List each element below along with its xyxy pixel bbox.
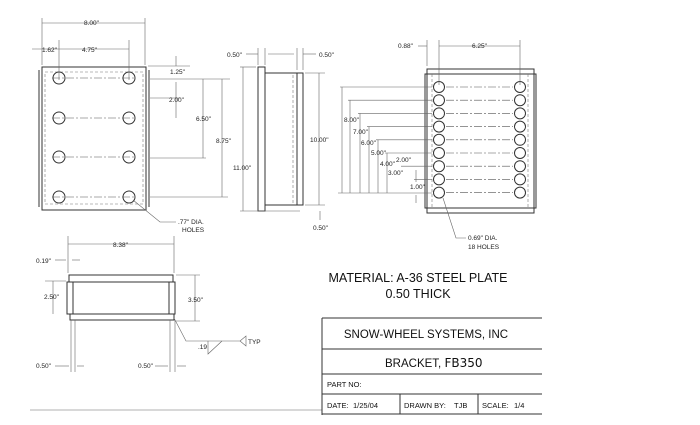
hole [514,94,526,107]
hole [514,133,526,146]
hole [433,160,445,173]
dim-bottom: 0.50" [313,225,329,232]
hole [433,186,445,199]
title-block: SNOW-WHEEL SYSTEMS, INC BRACKET, FB350 P… [321,317,542,415]
dim-edge-r: 0.88" [398,43,414,50]
date-label: DATE: [327,401,349,410]
dim-height-inner: 2.50" [44,294,60,301]
part-name: BRACKET, FB350 [385,356,482,370]
dim-edge: 1.62" [42,47,58,54]
dim-span1: 6.50" [196,116,212,123]
bottom-view: 8.38" 0.19" 2.50" 3.50" .19 TYP 0.50" 0.… [36,236,261,372]
dim-spacing: 4.75" [82,47,98,54]
dim-2: 2.00" [396,157,412,164]
hole [52,150,66,164]
hole [514,173,526,186]
dim-span2: 8.75" [216,138,232,145]
hole [433,133,445,146]
dim-left: 0.50" [36,363,52,370]
side-view: 0.50" 0.50" 11.00" 10.00" 0.50" [227,48,335,232]
dim-height-outer: 3.50" [188,297,204,304]
dim-6: 6.00" [361,140,377,147]
hole [52,190,66,204]
hole [122,150,136,164]
dim-pitch: 2.00" [169,97,185,104]
hole [514,186,526,199]
hole [122,111,136,125]
hole [433,94,445,107]
dim-top: 1.25" [170,69,186,76]
scale-value: 1/4 [514,401,524,410]
hole [514,120,526,133]
material-line-1: MATERIAL: A-36 STEEL PLATE [329,271,508,285]
part-no-label: PART NO: [327,380,362,389]
dim-inner: 10.00" [310,137,329,144]
dim-right: 0.50" [138,363,154,370]
drawn-value: TJB [454,401,467,410]
hole [433,120,445,133]
dim-spacing-r: 6.25" [472,43,488,50]
dim-4: 4.00" [380,161,396,168]
holes-note-2: HOLES [182,227,205,234]
hole [433,147,445,159]
dim-thick-left: 0.50" [227,52,243,59]
material-line-2: 0.50 THICK [385,287,451,301]
dim-thick-right: 0.50" [319,52,335,59]
dim-8: 8.00" [344,117,360,124]
hole [514,147,526,159]
dim-width: 8.00" [84,20,100,27]
holes-note-1: .77" DIA. [178,219,204,226]
hole [514,160,526,173]
dim-1: 1.00" [410,184,426,191]
company-name: SNOW-WHEEL SYSTEMS, INC [344,329,508,341]
hole [514,107,526,120]
hole [122,190,136,204]
date-value: 1/25/04 [353,401,378,410]
hole [52,111,66,125]
front-view: 8.00" 1.62" 4.75" 1.25" 2.00" 6.50" 8.75… [32,18,232,234]
weld-note: TYP [248,339,261,346]
holes-note-r1: 0.69" DIA. [468,235,498,242]
holes-note-r2: 18 HOLES [468,244,500,251]
dim-flange: 0.19" [36,258,52,265]
hole-view: 0.88" 6.25" 8.00" 7.00" 6.00" 5.00" 4.00… [338,40,537,251]
drawn-label: DRAWN BY: [404,401,446,410]
dim-7: 7.00" [353,129,369,136]
dim-5: 5.00" [371,150,387,157]
dim-height: 11.00" [233,165,252,172]
weld-size: .19 [198,344,207,351]
dim-width-b: 8.38" [113,242,129,249]
hole [433,173,445,186]
dim-3: 3.00" [388,170,404,177]
hole [433,107,445,120]
scale-label: SCALE: [482,401,509,410]
